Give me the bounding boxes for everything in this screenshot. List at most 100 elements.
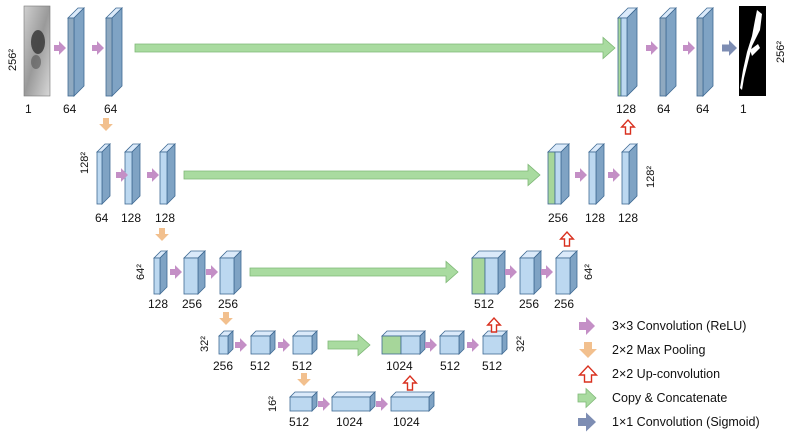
resolution-label: 16² xyxy=(267,396,279,412)
legend-label-pool: 2×2 Max Pooling xyxy=(612,343,706,357)
conv-arrow-icon xyxy=(608,168,620,182)
concat-feature-map xyxy=(381,330,426,355)
conv-arrow-icon xyxy=(318,397,330,411)
legend-label-conv: 3×3 Convolution (ReLU) xyxy=(612,319,746,333)
resolution-label: 64² xyxy=(135,264,147,280)
channel-label: 256 xyxy=(548,211,568,225)
channel-label: 512 xyxy=(289,415,309,429)
channel-label: 1024 xyxy=(393,415,420,429)
channel-label: 256 xyxy=(218,297,238,311)
input-label: 1 xyxy=(25,102,32,116)
channel-label: 64 xyxy=(696,102,710,116)
conv-arrow-icon xyxy=(278,338,290,352)
concat-feature-map xyxy=(547,143,570,205)
max-pool-arrow-icon xyxy=(155,228,169,241)
max-pool-arrow-icon xyxy=(297,373,311,386)
conv-arrow-icon xyxy=(683,41,695,55)
channel-label: 128 xyxy=(618,211,638,225)
channel-labels: 1 64 64 64 128 128 128 256 256 256 512 5… xyxy=(25,102,747,429)
concat-feature-map xyxy=(617,7,638,97)
channel-label: 64 xyxy=(104,102,118,116)
channel-label: 512 xyxy=(474,297,494,311)
feature-map xyxy=(659,7,677,97)
feature-map xyxy=(153,250,168,295)
legend-icons xyxy=(577,317,599,432)
conv-arrow-icon xyxy=(467,338,479,352)
input-image xyxy=(23,5,51,97)
conv-arrow-icon xyxy=(646,41,658,55)
resolution-label: 256² xyxy=(7,49,19,71)
copy-concat-arrow-icon xyxy=(134,36,616,60)
conv-arrow-icon xyxy=(541,265,553,279)
channel-label: 256 xyxy=(182,297,202,311)
channel-label: 128 xyxy=(148,297,168,311)
feature-map xyxy=(292,330,318,355)
resolution-label: 256² xyxy=(775,41,787,63)
concat-feature-map xyxy=(471,250,506,295)
conv-arrow-icon xyxy=(92,41,104,55)
copy-concat-arrow-icon xyxy=(327,333,371,357)
feature-map xyxy=(124,143,141,205)
feature-map xyxy=(331,391,376,412)
feature-map xyxy=(250,330,276,355)
conv-arrow-icon xyxy=(425,338,437,352)
legend-pool-icon xyxy=(579,342,597,358)
up-conv-arrow-icon xyxy=(486,316,502,333)
legend-copy-icon xyxy=(577,387,597,409)
feature-map xyxy=(67,7,85,97)
conv-arrow-icon xyxy=(170,265,182,279)
channel-label: 1024 xyxy=(336,415,363,429)
legend-conv-icon xyxy=(579,317,595,335)
channel-label: 256 xyxy=(519,297,539,311)
channel-label: 1024 xyxy=(386,359,413,373)
feature-map xyxy=(439,330,465,355)
legend: 3×3 Convolution (ReLU) 2×2 Max Pooling 2… xyxy=(577,317,760,432)
sigmoid-arrow-icon xyxy=(722,40,737,56)
feature-map xyxy=(519,250,542,295)
feature-map xyxy=(96,143,111,205)
feature-map xyxy=(696,7,714,97)
conv-arrow-icon xyxy=(575,168,587,182)
channel-label: 512 xyxy=(292,359,312,373)
feature-map xyxy=(482,330,508,355)
channel-label: 512 xyxy=(482,359,502,373)
feature-map xyxy=(289,391,318,412)
channel-label: 128 xyxy=(585,211,605,225)
feature-map xyxy=(159,143,176,205)
operation-arrows xyxy=(54,36,737,411)
max-pool-arrow-icon xyxy=(219,312,233,325)
feature-map xyxy=(390,391,435,412)
feature-map xyxy=(219,250,242,295)
legend-sigmoid-icon xyxy=(578,412,596,432)
conv-arrow-icon xyxy=(147,168,159,182)
resolution-label: 32² xyxy=(515,336,527,352)
channel-label: 256 xyxy=(213,359,233,373)
channel-label: 128 xyxy=(155,211,175,225)
up-conv-arrow-icon xyxy=(559,230,575,247)
conv-arrow-icon xyxy=(376,397,388,411)
copy-concat-arrow-icon xyxy=(183,163,541,187)
legend-label-copy: Copy & Concatenate xyxy=(612,391,727,405)
up-conv-arrow-icon xyxy=(620,118,636,135)
feature-map xyxy=(588,143,605,205)
output-mask xyxy=(739,6,766,96)
channel-label: 256 xyxy=(554,297,574,311)
channel-label: 64 xyxy=(95,211,109,225)
resolution-label: 128² xyxy=(645,166,657,188)
channel-label: 64 xyxy=(63,102,77,116)
feature-map xyxy=(105,7,123,97)
channel-label: 64 xyxy=(657,102,671,116)
legend-up-icon xyxy=(577,364,599,383)
feature-map xyxy=(183,250,206,295)
conv-arrow-icon xyxy=(206,265,218,279)
legend-label-up: 2×2 Up-convolution xyxy=(612,367,720,381)
resolution-label: 32² xyxy=(199,336,211,352)
max-pool-arrow-icon xyxy=(99,118,113,131)
feature-map xyxy=(218,330,234,355)
feature-map xyxy=(555,250,578,295)
channel-label: 128 xyxy=(121,211,141,225)
resolution-label: 128² xyxy=(79,152,91,174)
feature-map xyxy=(621,143,638,205)
up-conv-arrow-icon xyxy=(402,374,418,391)
